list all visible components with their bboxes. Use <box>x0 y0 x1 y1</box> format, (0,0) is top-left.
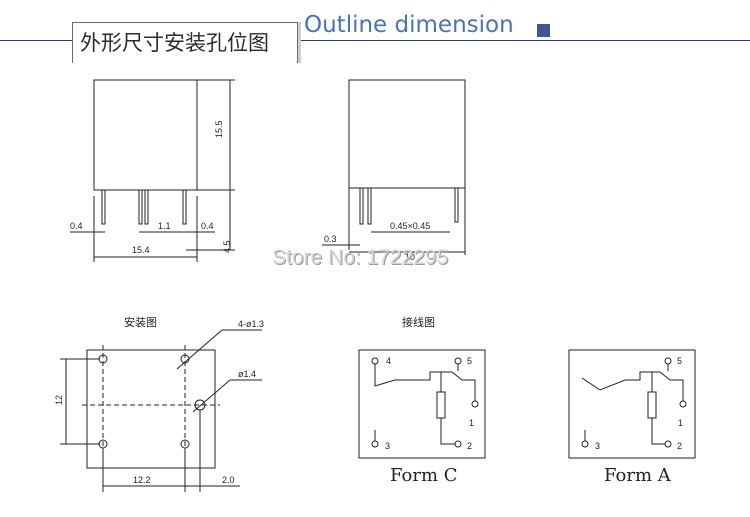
form-c-pin-label: 4 <box>386 356 391 366</box>
front-pin <box>138 189 143 225</box>
pin-3 <box>581 440 589 448</box>
pin-2 <box>454 440 462 448</box>
form-c-pin-label: 3 <box>385 441 390 451</box>
form-a-diagram <box>568 349 696 459</box>
dim-body-width: 15.4 <box>132 245 150 255</box>
form-a-label: Form A <box>604 465 672 486</box>
wiring-title: 接线图 <box>402 315 435 329</box>
hole-dia: ø1.4 <box>238 369 256 379</box>
pin-1 <box>679 400 687 408</box>
form-c-label: Form C <box>390 465 458 486</box>
mount-height: 12 <box>54 395 64 405</box>
mounting-diagram <box>60 329 262 492</box>
dim-pin-length: 4.5 <box>222 240 232 253</box>
dim-pin-width-right: 0.4 <box>201 221 214 231</box>
side-pin <box>454 187 459 223</box>
front-body <box>93 79 198 191</box>
title-chinese: 外形尺寸安装孔位图 <box>80 31 269 55</box>
dim-body-depth: 10 <box>405 252 415 262</box>
pin-5 <box>664 357 672 365</box>
header-rule <box>0 40 750 41</box>
dim-pin-section: 0.45×0.45 <box>390 221 430 231</box>
mounting-title: 安装图 <box>124 315 157 329</box>
pin-1 <box>471 400 479 408</box>
form-c-diagram <box>358 349 486 459</box>
store-watermark: Store No: 1722295 <box>272 246 449 269</box>
front-pin <box>144 189 149 225</box>
form-c-pin-label: 2 <box>467 441 472 451</box>
side-pin <box>359 187 364 225</box>
title-tab <box>72 22 298 63</box>
pin-3 <box>371 440 379 448</box>
mount-x-spacing: 12.2 <box>133 475 151 485</box>
hole-callout: 4-ø1.3 <box>238 319 264 329</box>
form-a-pin-label: 1 <box>678 418 683 428</box>
form-a-pin-label: 5 <box>677 356 682 366</box>
mount-outline <box>86 349 216 469</box>
form-a-outline <box>568 349 696 459</box>
title-english: Outline dimension <box>304 12 514 38</box>
front-pin <box>182 189 187 225</box>
side-body <box>348 79 466 189</box>
dim-pin-spacing: 1.1 <box>158 221 171 231</box>
pin-4 <box>371 357 379 365</box>
dim-pin-offset: 0.3 <box>324 234 337 244</box>
pin-2 <box>664 440 672 448</box>
side-view <box>322 79 466 255</box>
coil <box>436 391 446 419</box>
dim-pin-width: 0.4 <box>70 221 83 231</box>
mount-x-offset: 2.0 <box>222 475 235 485</box>
side-pin <box>367 187 372 225</box>
coil <box>647 391 657 419</box>
form-c-pin-label: 5 <box>467 356 472 366</box>
dim-height: 15.5 <box>214 120 224 138</box>
front-pin <box>101 189 106 225</box>
form-c-outline <box>358 349 486 459</box>
form-a-pin-label: 2 <box>677 441 682 451</box>
form-a-pin-label: 3 <box>595 441 600 451</box>
title-square-icon <box>537 24 550 37</box>
front-view <box>70 79 235 262</box>
pin-5 <box>454 357 462 365</box>
form-c-pin-label: 1 <box>469 418 474 428</box>
